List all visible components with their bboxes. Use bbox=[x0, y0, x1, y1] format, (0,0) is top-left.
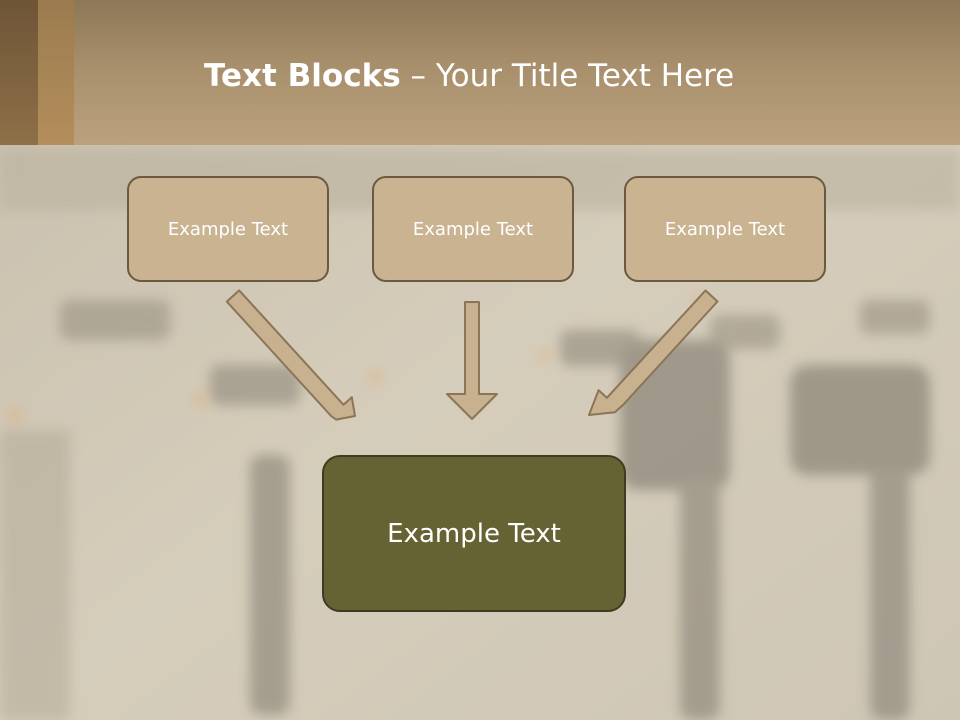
header-accent-strip-light bbox=[38, 0, 74, 145]
text-block-1-label: Example Text bbox=[167, 218, 289, 240]
text-block-1[interactable]: Example Text bbox=[127, 176, 329, 282]
result-block[interactable]: Example Text bbox=[322, 455, 626, 612]
text-block-3[interactable]: Example Text bbox=[624, 176, 826, 282]
text-block-3-label: Example Text bbox=[664, 218, 786, 240]
page-title: Text Blocks – Your Title Text Here bbox=[204, 54, 734, 98]
text-block-2[interactable]: Example Text bbox=[372, 176, 574, 282]
title-bold: Text Blocks bbox=[204, 58, 401, 94]
result-block-label: Example Text bbox=[387, 518, 561, 549]
header-bar bbox=[0, 0, 960, 145]
text-block-2-label: Example Text bbox=[412, 218, 534, 240]
title-rest: – Your Title Text Here bbox=[400, 58, 735, 94]
header-accent-strip bbox=[0, 0, 38, 145]
